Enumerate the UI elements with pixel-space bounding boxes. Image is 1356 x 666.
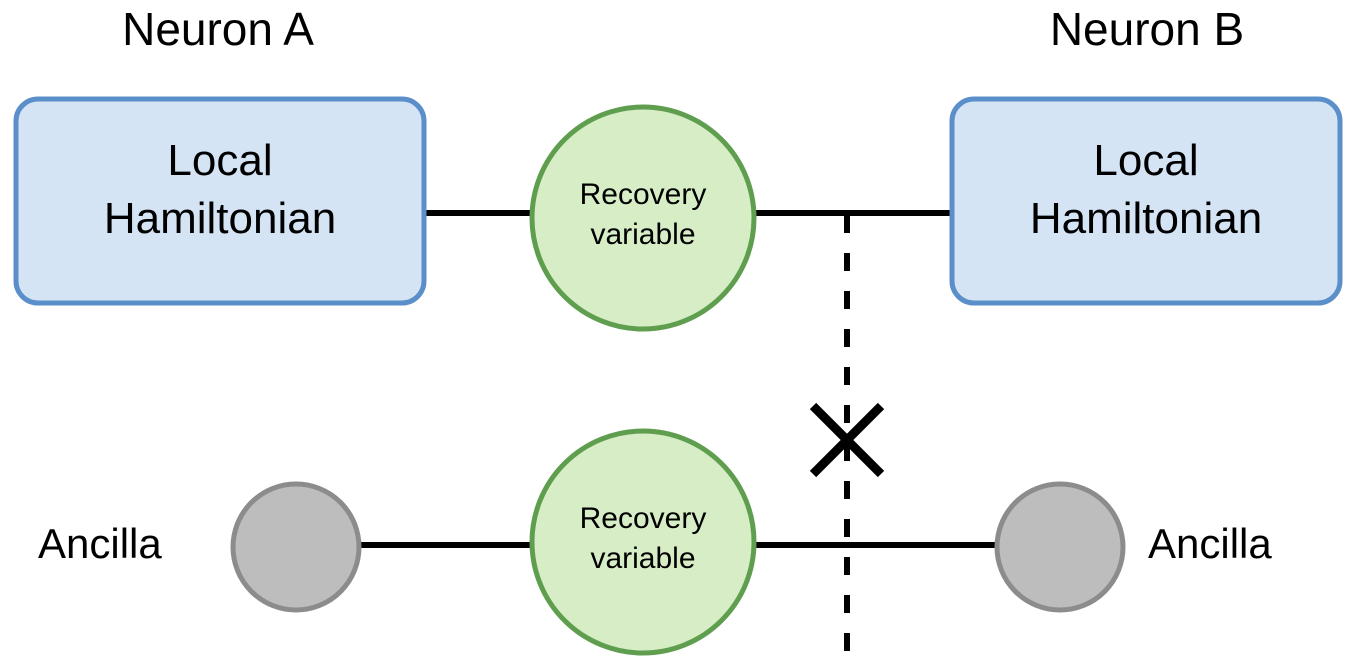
recovery-variable-top-circle[interactable] — [529, 104, 757, 332]
local-hamiltonian-b-node[interactable]: Local Hamiltonian — [949, 96, 1343, 306]
recovery-variable-bottom-label-line2: variable — [590, 542, 695, 575]
ancilla-node-right[interactable] — [994, 481, 1126, 613]
recovery-variable-top-label-line2: variable — [590, 218, 695, 251]
local-hamiltonian-b-box[interactable] — [949, 96, 1343, 306]
page-title-neuron-a: Neuron A — [122, 3, 314, 55]
blocked-coupling-group — [809, 215, 885, 666]
local-hamiltonian-b-label-line1: Local — [1093, 136, 1198, 185]
local-hamiltonian-a-label-line2: Hamiltonian — [104, 194, 336, 243]
ancilla-label-right: Ancilla — [1148, 520, 1272, 567]
local-hamiltonian-a-node[interactable]: Local Hamiltonian — [13, 96, 427, 306]
recovery-variable-top-node[interactable]: Recovery variable — [529, 104, 757, 332]
connector-group — [358, 210, 998, 548]
local-hamiltonian-b-label-line2: Hamiltonian — [1030, 194, 1262, 243]
page-title-neuron-b: Neuron B — [1050, 3, 1244, 55]
local-hamiltonian-a-label-line1: Local — [167, 136, 272, 185]
ancilla-label-left: Ancilla — [38, 520, 162, 567]
recovery-variable-bottom-node[interactable]: Recovery variable — [529, 428, 757, 656]
recovery-variable-bottom-circle[interactable] — [529, 428, 757, 656]
local-hamiltonian-a-box[interactable] — [13, 96, 427, 306]
recovery-variable-bottom-label-line1: Recovery — [580, 502, 707, 535]
recovery-variable-top-label-line1: Recovery — [580, 178, 707, 211]
ancilla-node-left[interactable] — [230, 481, 362, 613]
cross-icon-second-stroke — [809, 402, 885, 478]
